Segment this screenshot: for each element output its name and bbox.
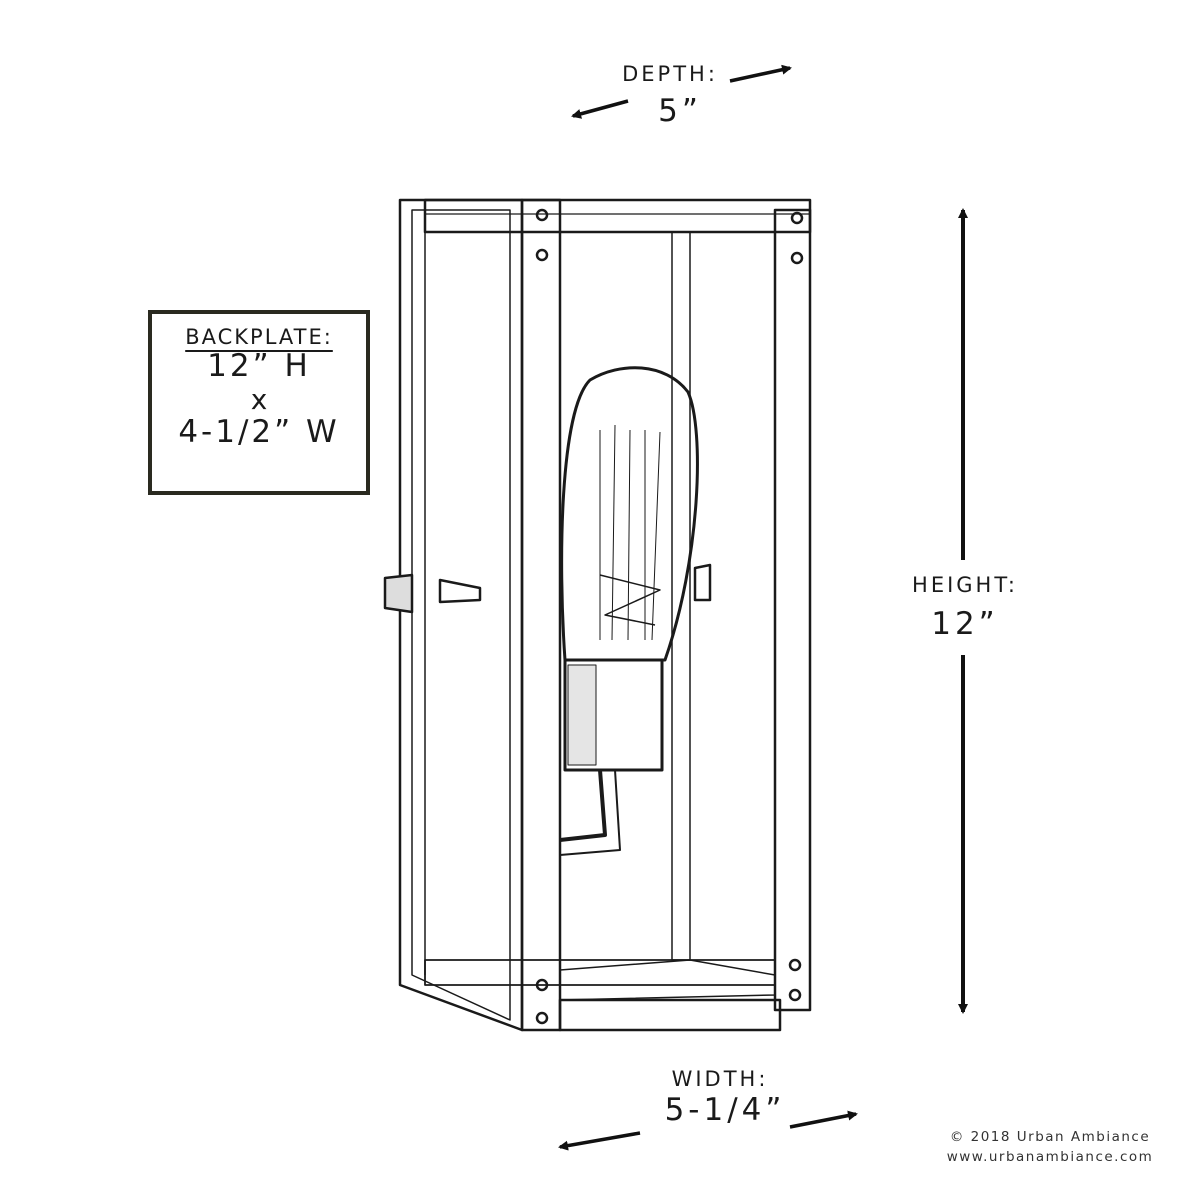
depth-arrows <box>571 64 792 119</box>
lantern-sketch <box>383 198 812 1032</box>
depth-value: 5” <box>658 93 702 129</box>
width-arrows <box>558 1110 858 1151</box>
backplate-width: 4-1/2” W <box>178 414 340 451</box>
copyright-text: © 2018 Urban Ambiance <box>949 1129 1151 1145</box>
depth-label: DEPTH: <box>622 62 718 86</box>
depth-arrow-right <box>729 64 792 83</box>
height-value: 12” <box>931 606 999 642</box>
backplate-title: BACKPLATE: <box>185 325 333 349</box>
depth-arrow-left <box>571 99 629 119</box>
width-arrow-left <box>558 1131 641 1151</box>
width-value: 5-1/4” <box>664 1092 786 1128</box>
width-label: WIDTH: <box>671 1067 769 1091</box>
website-text: www.urbanambiance.com <box>946 1149 1154 1165</box>
backplate-height: 12” H <box>207 348 311 384</box>
backplate-separator: x <box>250 382 268 416</box>
width-arrow-right <box>789 1110 858 1129</box>
height-label: HEIGHT: <box>912 573 1018 597</box>
backplate-box: BACKPLATE: 12” H x 4-1/2” W <box>148 310 370 495</box>
